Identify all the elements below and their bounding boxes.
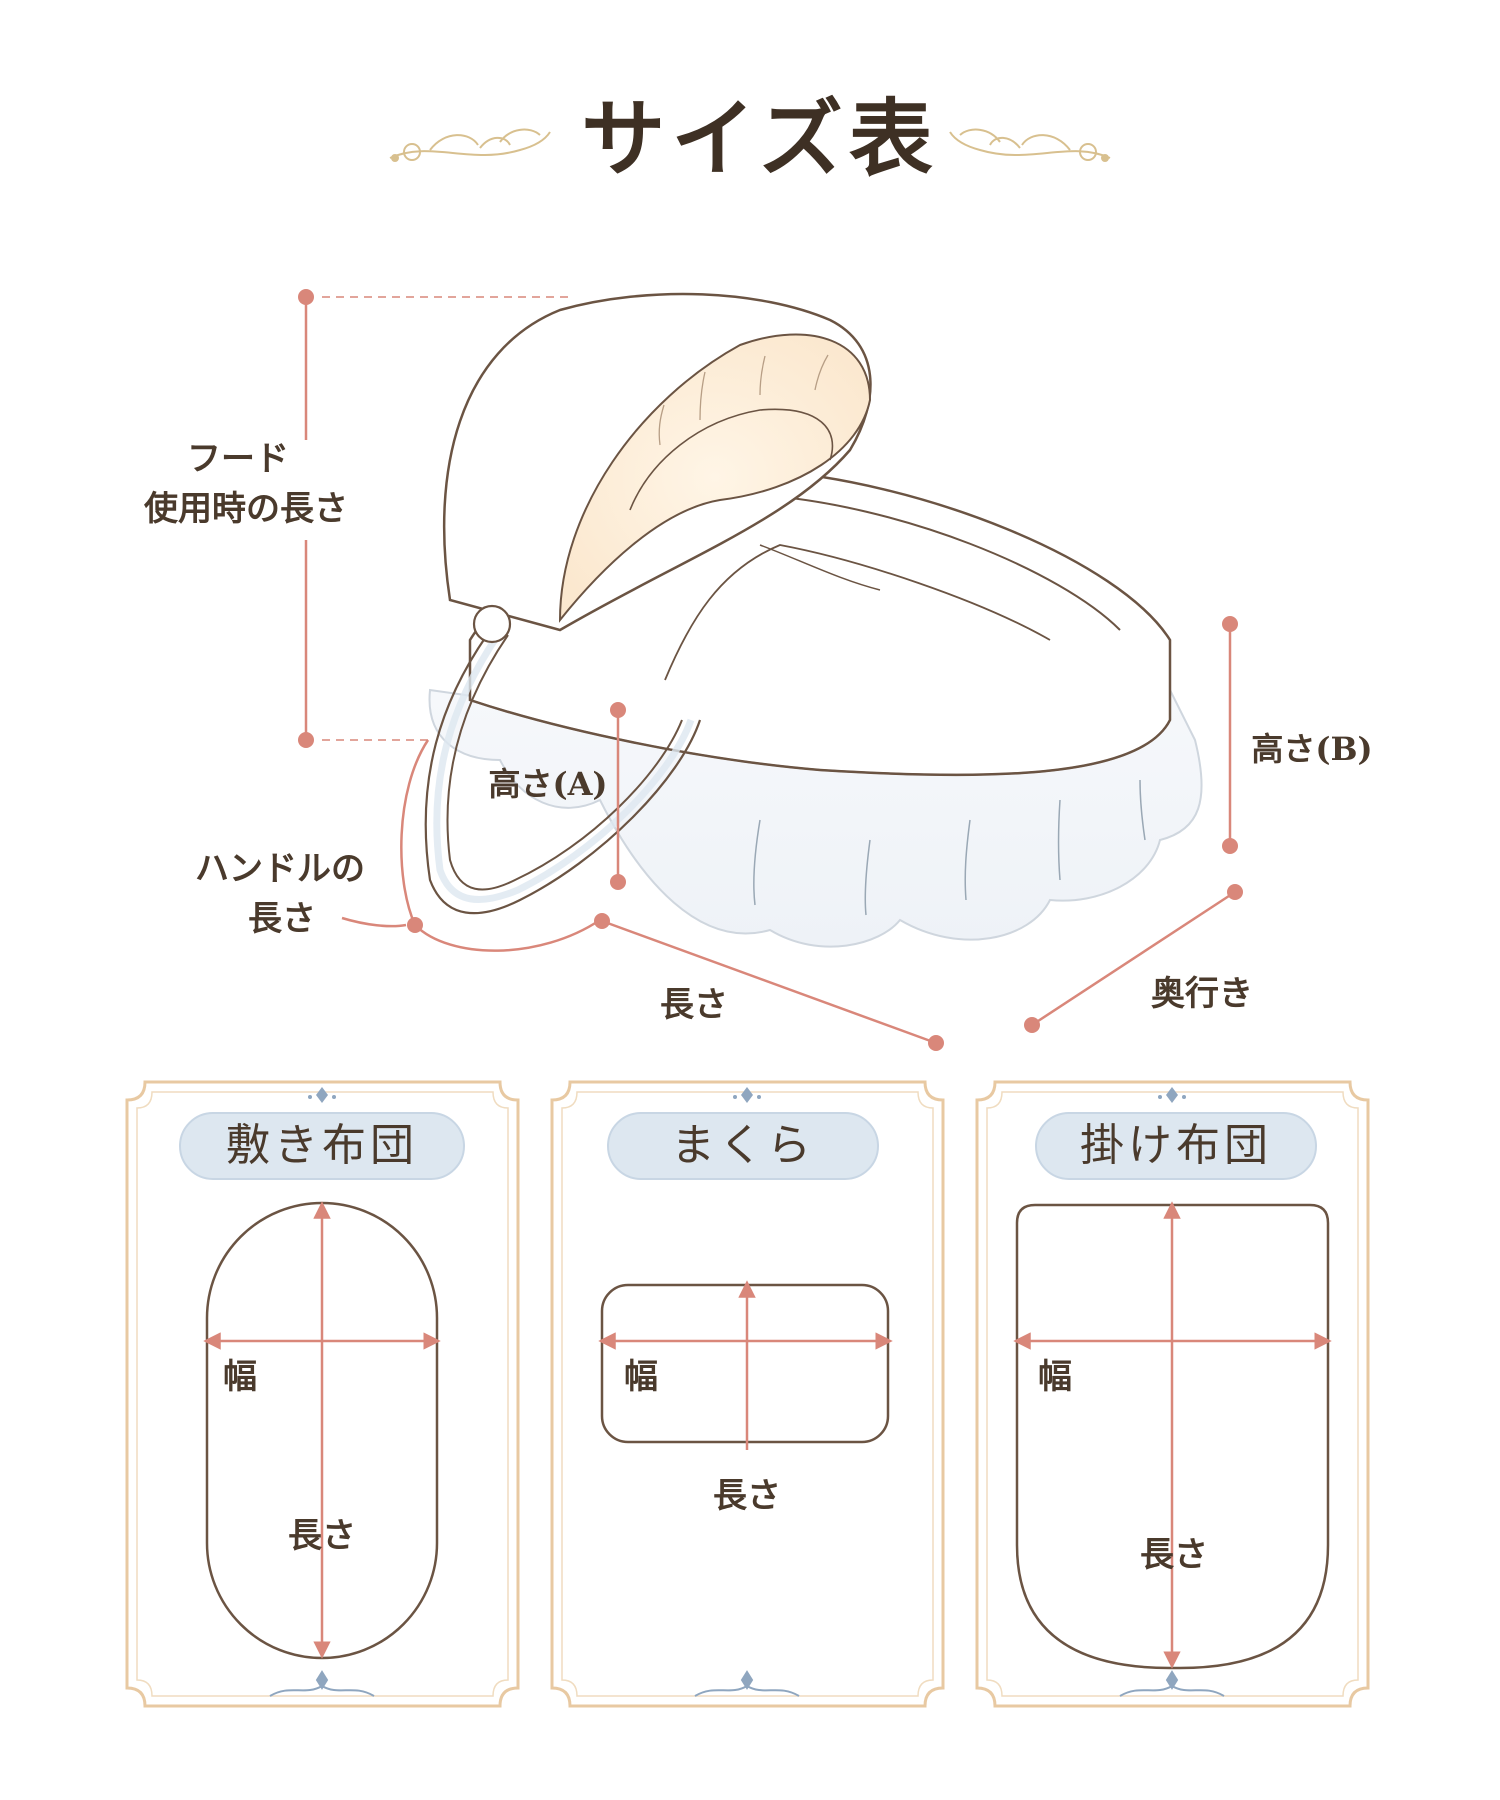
card-top-ornament-icon xyxy=(308,1087,336,1103)
card-mattress: 敷き布団 幅 長さ xyxy=(125,1080,520,1708)
page-title: サイズ表 xyxy=(581,89,938,188)
skirt-folds xyxy=(753,779,1146,916)
card-width-label: 幅 xyxy=(1038,1357,1072,1397)
right-ornament-icon xyxy=(949,128,1111,162)
left-ornament-icon xyxy=(389,128,551,162)
title-block: サイズ表 xyxy=(389,89,1111,188)
height-a-label: 高さ(A) xyxy=(488,765,607,803)
card-top-ornament-icon xyxy=(1158,1087,1186,1103)
depth-label: 奥行き xyxy=(1151,974,1253,1014)
card-width-label: 幅 xyxy=(624,1357,658,1397)
card-title: まくら xyxy=(671,1120,815,1171)
moses-basket-illustration xyxy=(424,292,1203,948)
card-top-ornament-icon xyxy=(733,1087,761,1103)
card-comforter: 掛け布団 幅 長さ xyxy=(975,1080,1370,1708)
card-title-pill xyxy=(179,1112,465,1180)
handle-length-label-line2: 長さ xyxy=(248,899,316,939)
card-width-label: 幅 xyxy=(223,1357,257,1397)
basket-dimensions: フード 使用時の長さ 高さ(A) 高さ(B) ハンドルの 長さ 長さ 奥行き xyxy=(143,289,1373,1051)
card-pillow: まくら 幅 長さ xyxy=(550,1080,945,1708)
handle-length-label-line1: ハンドルの xyxy=(195,849,365,889)
card-length-label: 長さ xyxy=(288,1516,356,1556)
card-bottom-ornament-icon xyxy=(269,1670,375,1697)
card-title: 掛け布団 xyxy=(1080,1120,1272,1171)
basket-length-label: 長さ xyxy=(660,985,728,1025)
card-length-label: 長さ xyxy=(1140,1535,1208,1575)
card-length-label: 長さ xyxy=(713,1476,781,1516)
hood-length-label-line1: フード xyxy=(187,439,289,479)
card-bottom-ornament-icon xyxy=(694,1670,800,1697)
card-bottom-ornament-icon xyxy=(1119,1670,1225,1697)
card-title-pill xyxy=(1035,1112,1317,1180)
hood-length-label-line2: 使用時の長さ xyxy=(143,489,348,529)
basket-handle xyxy=(424,627,702,915)
height-b-label: 高さ(B) xyxy=(1251,730,1372,768)
card-title: 敷き布団 xyxy=(226,1120,418,1171)
hood-hinge-icon xyxy=(472,604,512,644)
card-title-pill xyxy=(607,1112,879,1180)
hood-inner xyxy=(558,333,872,623)
